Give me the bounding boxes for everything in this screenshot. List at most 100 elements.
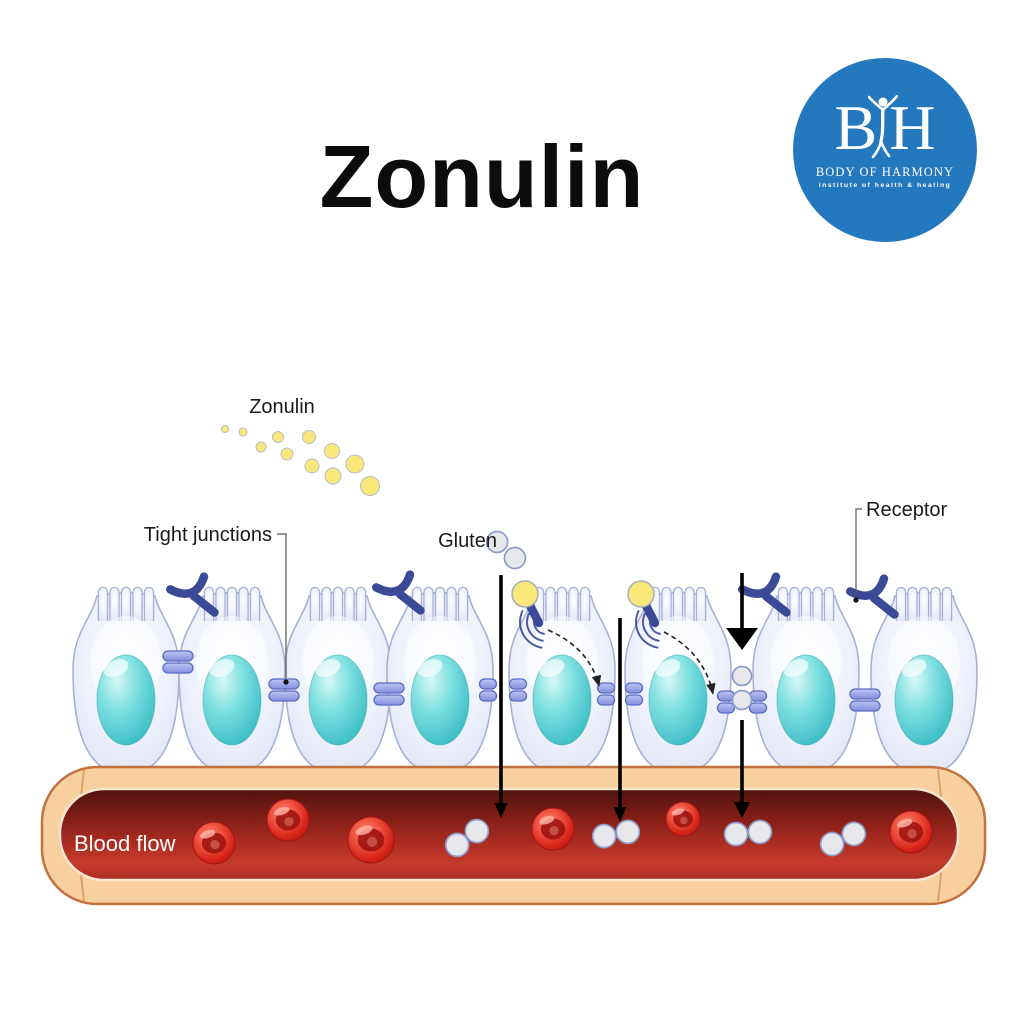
cell-nucleus [532, 654, 592, 746]
logo-tagline: institute of health & healing [818, 182, 952, 189]
epithelial-cell [284, 586, 392, 775]
microvillus [249, 586, 261, 621]
gluten-particle-in-blood [723, 819, 773, 847]
cell-nucleus [202, 654, 262, 746]
logo-name: BODY OF HARMONY [815, 165, 955, 179]
microvillus [579, 586, 591, 621]
microvillus [109, 586, 120, 621]
signal-waves-icon [519, 610, 545, 649]
zonulin-molecule [324, 467, 342, 485]
permeation-arrow [494, 575, 508, 818]
zonulin-label: Zonulin [249, 396, 315, 418]
microvillus [556, 586, 568, 621]
gluten-particle [485, 530, 527, 570]
tight-junctions-leader [277, 533, 289, 685]
microvillus [226, 586, 238, 621]
logo-letter-h: H [889, 92, 936, 164]
logo-content: B H BODY OF HARMONY institute of health … [793, 58, 977, 242]
microvillus [423, 586, 434, 621]
tight-junction [849, 688, 881, 712]
receptors-group [166, 570, 899, 649]
receptor-label: Receptor [866, 499, 947, 521]
microvillus [941, 586, 953, 621]
tight-junctions-group [162, 650, 881, 714]
receptor-with-zonulin [627, 580, 660, 628]
tight-junctions-label: Tight junctions [144, 524, 272, 546]
label-leader-lines [277, 508, 862, 685]
human-figure-icon [868, 95, 899, 159]
red-blood-cell [192, 821, 236, 865]
permeation-arrow [726, 573, 758, 650]
microvillus [907, 586, 918, 621]
red-blood-cell [347, 816, 395, 864]
epithelial-cell [752, 586, 860, 775]
tight-junction-open [478, 678, 528, 702]
microvillus [661, 586, 672, 621]
signal-arrows-group [485, 530, 753, 711]
zonulin-molecule [221, 425, 229, 433]
tight-junction-open [596, 682, 644, 706]
zonulin-molecule-bound [627, 580, 655, 608]
tight-junction [162, 650, 194, 674]
zonulin-signal-dashed-arrow [547, 629, 602, 687]
receptor-icon [166, 572, 219, 617]
microvillus [120, 586, 132, 621]
zonulin-molecule [238, 427, 248, 437]
tight-junction [268, 678, 300, 702]
microvillus [238, 586, 249, 621]
cell-nucleus [410, 654, 470, 746]
red-blood-cell [665, 801, 701, 837]
microvillus [344, 586, 355, 621]
zonulin-molecule [302, 430, 316, 444]
logo-monogram: B H [834, 92, 936, 164]
microvillus [918, 586, 930, 621]
cell-nucleus [776, 654, 836, 746]
microvillus [97, 586, 109, 621]
diagram-labels: Zonulin Tight junctions Gluten Receptor … [74, 396, 947, 856]
cell-nucleus [96, 654, 156, 746]
microvillus [812, 586, 823, 621]
epithelial-cell [386, 586, 494, 775]
microvillus [321, 586, 332, 621]
microvillus [789, 586, 800, 621]
microvillus [684, 586, 695, 621]
microvillus [823, 586, 835, 621]
logo-letter-b: B [834, 92, 878, 164]
microvillus [332, 586, 344, 621]
zonulin-molecule [255, 441, 267, 453]
receptor-with-zonulin [511, 580, 544, 628]
epithelial-cell [178, 586, 286, 775]
zonulin-molecule [280, 447, 294, 461]
microvillus [434, 586, 446, 621]
microvillus [132, 586, 143, 621]
zonulin-molecule [324, 443, 340, 459]
blood-contents [192, 798, 933, 865]
receptor-icon [846, 574, 899, 619]
zonulin-molecule [345, 454, 365, 474]
zonulin-molecules [221, 425, 380, 496]
signal-waves-icon [635, 610, 661, 649]
receptor-leader [853, 508, 862, 603]
cell-nucleus [894, 654, 954, 746]
tight-junction-open [716, 690, 768, 714]
red-blood-cell [531, 807, 575, 851]
microvillus [355, 586, 367, 621]
epithelial-cell [72, 586, 180, 775]
permeation-arrow [613, 618, 627, 822]
microvillus [672, 586, 684, 621]
receptor-icon [738, 572, 791, 617]
gluten-particle-in-blood [444, 818, 490, 858]
body-of-harmony-logo: B H BODY OF HARMONY institute of health … [793, 58, 977, 242]
microvillus [143, 586, 155, 621]
page-title: Zonulin [319, 127, 645, 226]
cell-nucleus [648, 654, 708, 746]
microvillus [800, 586, 812, 621]
receptor-icon [372, 570, 425, 615]
red-blood-cell [266, 798, 310, 842]
zonulin-molecule-bound [511, 580, 539, 608]
microvillus [446, 586, 457, 621]
permeation-arrows-group [494, 573, 758, 822]
microvillus [895, 586, 907, 621]
gluten-passing-junction [731, 665, 753, 711]
